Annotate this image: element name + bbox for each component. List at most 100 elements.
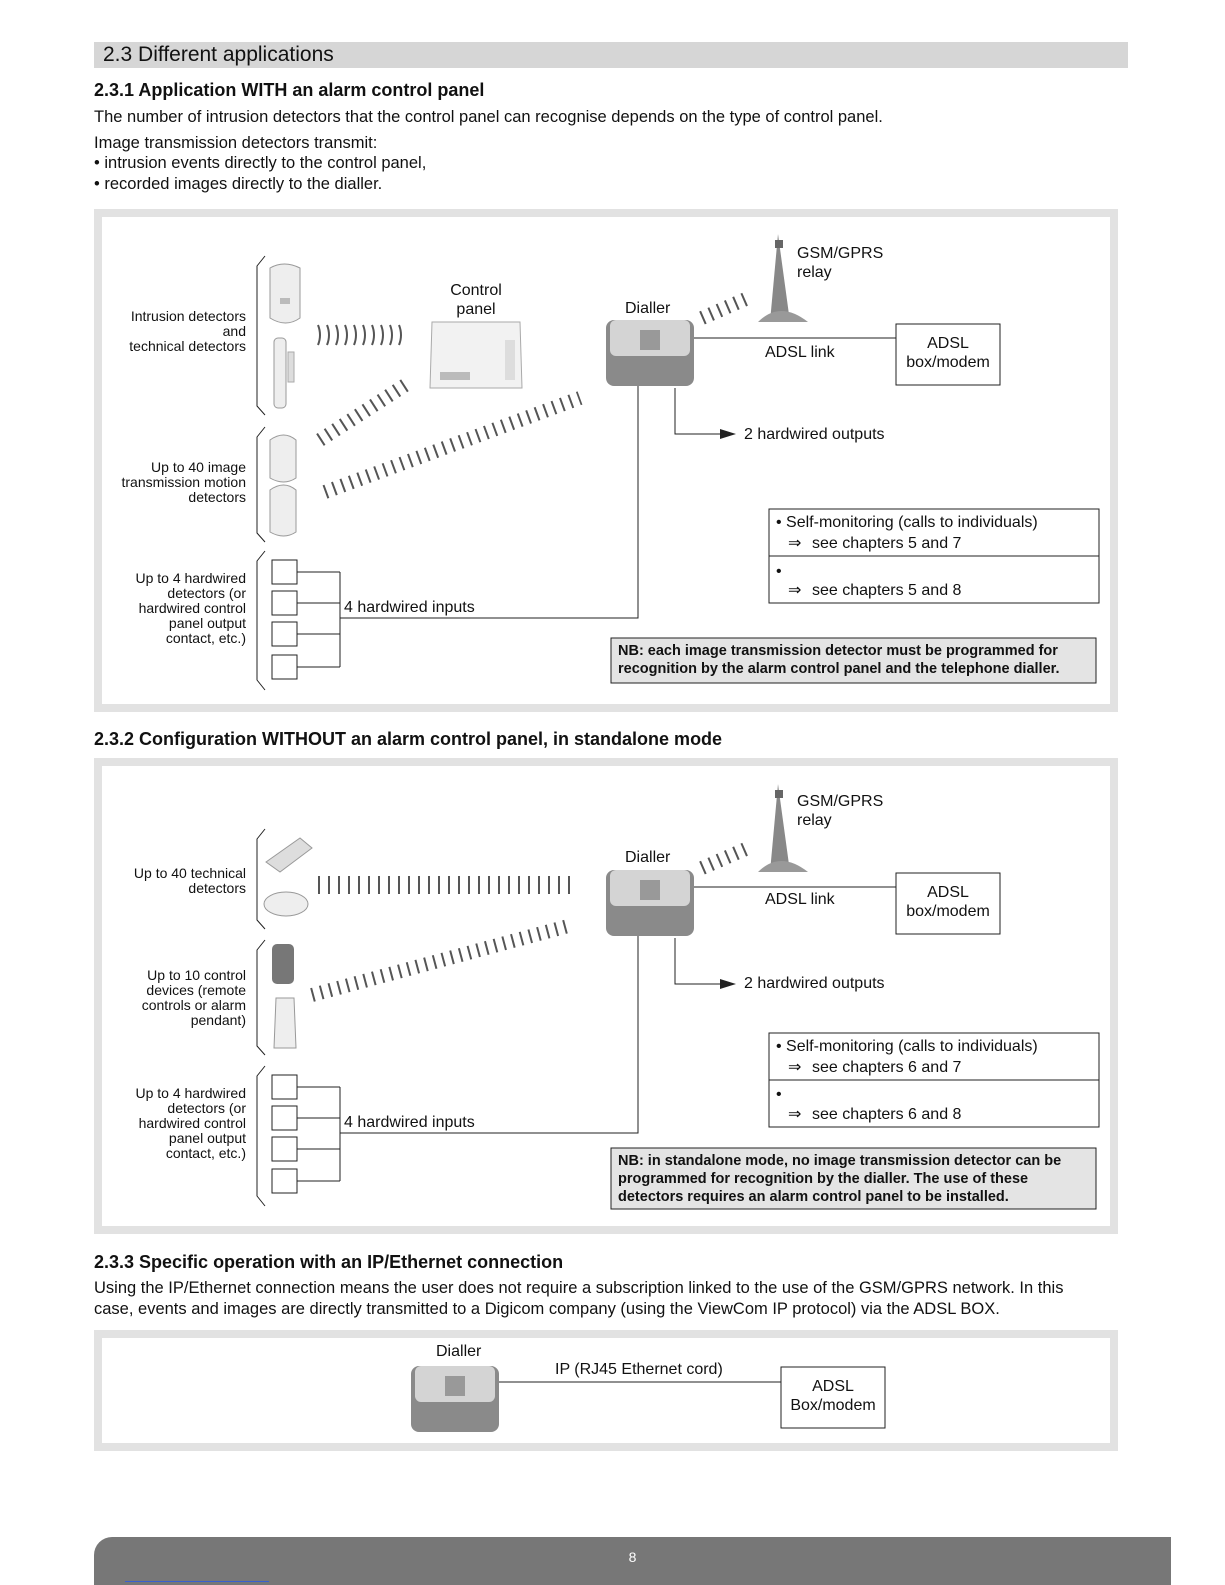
monitoring-1-line-1: • Self-monitoring (calls to individuals): [776, 514, 1038, 531]
adsl-box-label-2: box/modem: [906, 903, 990, 920]
monitoring-1-line-1: • Self-monitoring (calls to individuals): [776, 1038, 1038, 1055]
gsm-tower-icon: [758, 234, 808, 322]
radio-waves: [310, 918, 574, 1002]
sub1-heading: 2.3.1 Application WITH an alarm control …: [94, 80, 485, 100]
group3-label-1: Up to 4 hardwired: [135, 1085, 246, 1101]
adsl-box: [895, 323, 1001, 386]
group2-label-2: transmission motion: [122, 474, 247, 490]
wired-input-box: [271, 559, 298, 585]
wired-input-box: [271, 1168, 298, 1194]
wired-input-box: [271, 1074, 298, 1100]
contact-detector-icon: [273, 337, 295, 409]
bracket: [256, 255, 266, 416]
diagram-ip-svg: Dialler IP (RJ45 Ethernet cord) ADSL Box…: [411, 1343, 886, 1432]
ip-label: IP (RJ45 Ethernet cord): [555, 1361, 723, 1378]
adsl-box-label-1: ADSL: [927, 884, 969, 901]
hardwired-wiring: [297, 936, 639, 1182]
outputs-arrowhead: [720, 979, 736, 989]
group2-label-3: controls or alarm: [142, 997, 246, 1013]
remote-control-icon: [272, 944, 297, 1049]
wired-input-box: [271, 621, 298, 647]
group1-label-2: detectors: [188, 880, 246, 896]
inputs-label: 4 hardwired inputs: [344, 1114, 475, 1131]
radio-waves: [322, 391, 583, 499]
sub1-lead: Image transmission detectors transmit:: [94, 134, 378, 152]
group1-label-1: Intrusion detectors: [131, 308, 246, 324]
adsl-box: [780, 1366, 886, 1429]
wired-input-box: [271, 1136, 298, 1162]
group1-label-3: technical detectors: [129, 338, 246, 354]
sub1-bullet-1: • intrusion events directly to the contr…: [94, 154, 427, 172]
adsl-link-label: ADSL link: [765, 891, 836, 908]
nb-line-2: recognition by the alarm control panel a…: [618, 661, 1060, 677]
group1-label-2: and: [223, 323, 246, 339]
adsl-link-label: ADSL link: [765, 344, 836, 361]
bracket: [256, 828, 266, 930]
monitoring-1-line-2: see chapters 5 and 7: [812, 535, 962, 552]
diagram-with-panel-svg: Intrusion detectors and technical detect…: [122, 234, 1100, 691]
gsm-label-2: relay: [797, 812, 832, 829]
section-header: 2.3 Different applications: [94, 42, 1128, 68]
wired-input-box: [271, 590, 298, 616]
diagram-standalone: Up to 40 technical detectors Up to 10 co…: [94, 758, 1118, 1234]
gsm-label-1: GSM/GPRS: [797, 245, 883, 262]
group3-label-1: Up to 4 hardwired: [135, 570, 246, 586]
group2-label-1: Up to 10 control: [147, 967, 246, 983]
wired-input-box: [271, 1105, 298, 1131]
group3-label-4: panel output: [169, 615, 246, 631]
monitoring-2-arrow: ⇒: [788, 582, 801, 599]
bracket: [256, 1065, 266, 1207]
adsl-box-label-2: box/modem: [906, 354, 990, 371]
outputs-line: [674, 388, 722, 435]
group3-label-5: contact, etc.): [166, 630, 246, 646]
nb-line-1: NB: each image transmission detector mus…: [618, 643, 1058, 659]
nb-line-1: NB: in standalone mode, no image transmi…: [618, 1153, 1061, 1169]
bracket: [256, 550, 266, 691]
monitoring-2-bullet: •: [776, 1086, 782, 1103]
inputs-label: 4 hardwired inputs: [344, 599, 475, 616]
pir-detector-icon: [269, 263, 301, 324]
monitoring-2-bullet: •: [776, 563, 782, 580]
gsm-tower-icon: [758, 784, 808, 872]
sub3-para-line-1: Using the IP/Ethernet connection means t…: [94, 1279, 1064, 1297]
monitoring-2-arrow: ⇒: [788, 1106, 801, 1123]
monitoring-2-line-2: see chapters 5 and 8: [812, 582, 962, 599]
nb-line-2: programmed for recognition by the dialle…: [618, 1171, 1028, 1187]
gsm-label-2: relay: [797, 264, 832, 281]
sub3-para-line-2: case, events and images are directly tra…: [94, 1300, 1000, 1318]
nb-box: [610, 1147, 1097, 1210]
diagram-ip: Dialler IP (RJ45 Ethernet cord) ADSL Box…: [94, 1330, 1118, 1451]
radio-waves: [317, 324, 402, 346]
nb-box: [610, 637, 1097, 684]
group2-label-3: detectors: [188, 489, 246, 505]
group3-label-3: hardwired control: [139, 600, 246, 616]
control-panel-label-1: Control: [450, 282, 502, 299]
dialler-icon: [606, 320, 694, 386]
footer-underline: [125, 1581, 269, 1582]
group3-label-2: detectors (or: [167, 1100, 246, 1116]
radio-waves: [699, 841, 751, 875]
adsl-box-label-1: ADSL: [812, 1378, 854, 1395]
outputs-arrowhead: [720, 429, 736, 439]
group2-label-2: devices (remote: [146, 982, 246, 998]
dialler-label: Dialler: [625, 849, 671, 866]
group3-label-5: contact, etc.): [166, 1145, 246, 1161]
group3-label-3: hardwired control: [139, 1115, 246, 1131]
gsm-label-1: GSM/GPRS: [797, 793, 883, 810]
outputs-label: 2 hardwired outputs: [744, 975, 885, 992]
adsl-box-label-1: ADSL: [927, 335, 969, 352]
group3-label-4: panel output: [169, 1130, 246, 1146]
outputs-label: 2 hardwired outputs: [744, 426, 885, 443]
diagram-with-panel: Intrusion detectors and technical detect…: [94, 209, 1118, 712]
monitoring-1-arrow: ⇒: [788, 535, 801, 552]
dialler-icon: [411, 1366, 499, 1432]
sub2-heading: 2.3.2 Configuration WITHOUT an alarm con…: [94, 729, 723, 749]
sub3-heading: 2.3.3 Specific operation with an IP/Ethe…: [94, 1252, 564, 1272]
section-title: 2.3 Different applications: [103, 43, 334, 66]
hardwired-wiring: [297, 385, 639, 668]
wired-input-box: [271, 654, 298, 680]
dialler-label: Dialler: [436, 1343, 482, 1360]
dialler-label: Dialler: [625, 300, 671, 317]
technical-detector-icon: [263, 837, 313, 917]
sub1-intro: The number of intrusion detectors that t…: [94, 108, 883, 126]
